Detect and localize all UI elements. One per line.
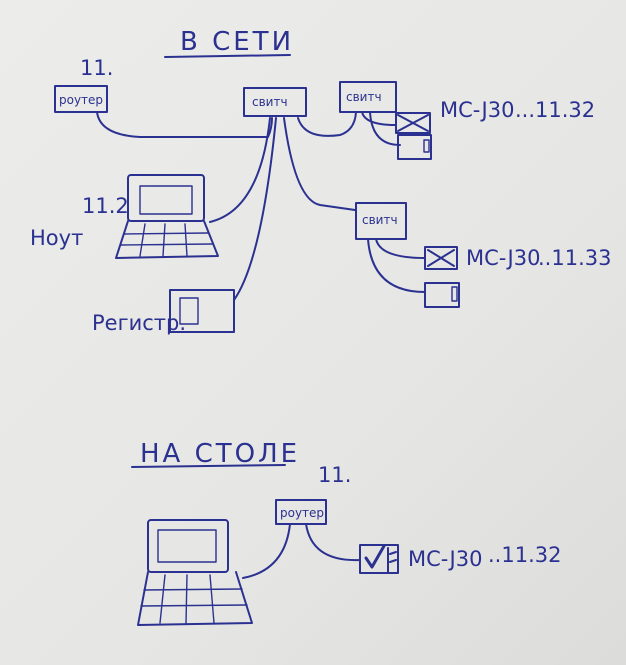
desk-router-ip: 11.: [318, 463, 351, 487]
network-section-title: В СЕТИ: [180, 27, 294, 57]
link-device2-psu: [367, 238, 426, 293]
main-switch-label: свитч: [252, 95, 288, 109]
device1-box: [395, 112, 431, 134]
router-ip-label: 11.: [80, 56, 113, 80]
router-switch-link: [96, 111, 273, 138]
link-device1: [361, 111, 396, 126]
router-box: [54, 85, 108, 113]
desk-router-label: роутер: [280, 506, 324, 520]
desk-device-box: [359, 544, 399, 574]
laptop-label: Ноут: [30, 226, 83, 250]
desk-device-model: MC-J30: [408, 547, 482, 571]
switch-switch-link: [297, 111, 357, 137]
desk-device-online-check-icon: [364, 544, 386, 569]
right-switch-box: [339, 81, 397, 113]
lower-switch-link: [283, 117, 356, 211]
desk-section-title: НА СТОЛЕ: [140, 439, 300, 469]
recorder-front: [179, 297, 199, 325]
device1-ip: ...11.32: [515, 98, 595, 122]
laptop-display: [139, 185, 193, 215]
desk-router-device-link: [305, 523, 361, 562]
link-device2: [375, 238, 426, 259]
device2-psu-box: [424, 282, 460, 308]
desk-laptop-keys: [140, 574, 248, 624]
desk-laptop-router-link: [242, 523, 291, 579]
device2-ip: ..11.33: [538, 246, 611, 270]
desk-router-box: [275, 499, 327, 525]
desk-laptop-keyboard: [137, 571, 253, 626]
device1-psu-box: [397, 134, 432, 160]
desk-laptop-display: [157, 529, 217, 563]
desk-device-detail: [387, 547, 397, 573]
desk-title-underline: [131, 464, 286, 468]
device1-offline-cross-icon: [397, 114, 429, 132]
link-device1-psu: [369, 111, 401, 146]
desk-laptop-screen: [147, 519, 229, 573]
right-switch-label: свитч: [346, 90, 382, 104]
laptop-switch-link: [209, 117, 271, 223]
laptop-ip: 11.2: [82, 194, 129, 218]
laptop-keyboard: [115, 220, 219, 259]
title-underline: [164, 54, 291, 58]
recorder-switch-link: [233, 117, 277, 301]
device1-model: MC-J30: [440, 98, 514, 122]
device2-psu-detail: [451, 286, 458, 302]
device2-box: [424, 246, 458, 270]
main-switch-box: [243, 87, 307, 117]
device2-model: MC-J30: [466, 246, 540, 270]
laptop-keys: [120, 223, 213, 257]
recorder-box: [169, 289, 235, 333]
device2-offline-cross-icon: [427, 249, 455, 267]
router-label: роутер: [59, 93, 103, 107]
laptop-screen: [127, 174, 205, 222]
desk-device-ip: ..11.32: [488, 543, 561, 567]
lower-switch-label: свитч: [362, 213, 398, 227]
device1-psu-detail: [423, 139, 430, 153]
lower-switch-box: [355, 202, 407, 240]
